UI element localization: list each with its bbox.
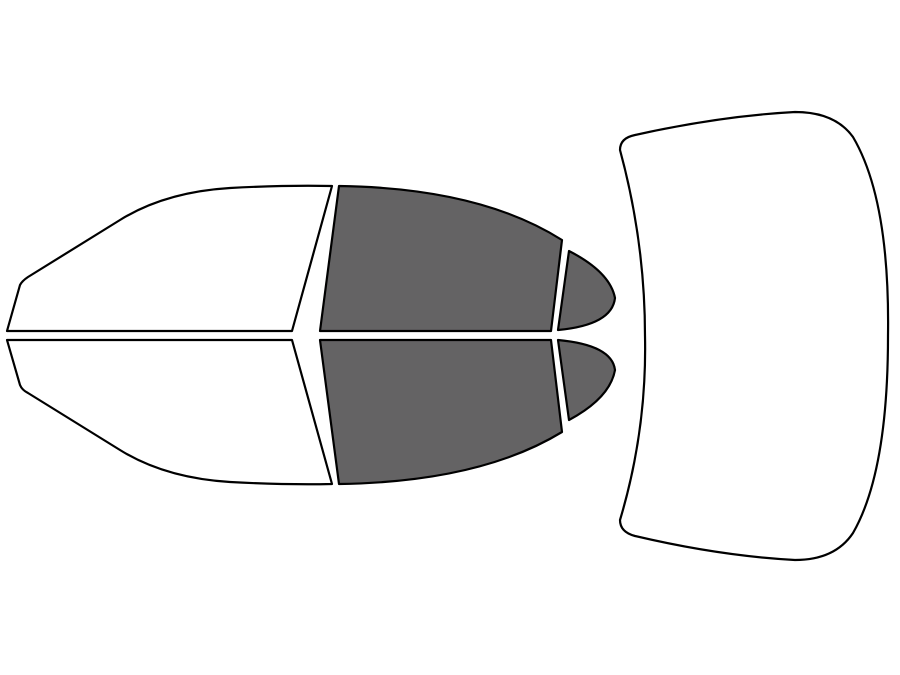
quarter-glass-bottom: [556, 338, 617, 422]
front-windshield-lower: [5, 338, 334, 486]
front-windshield-upper: [5, 184, 334, 333]
rear-windshield: [618, 110, 890, 562]
quarter-glass-top: [556, 249, 617, 332]
rear-door-glass-top: [318, 184, 564, 333]
rear-door-glass-bottom: [318, 338, 564, 486]
